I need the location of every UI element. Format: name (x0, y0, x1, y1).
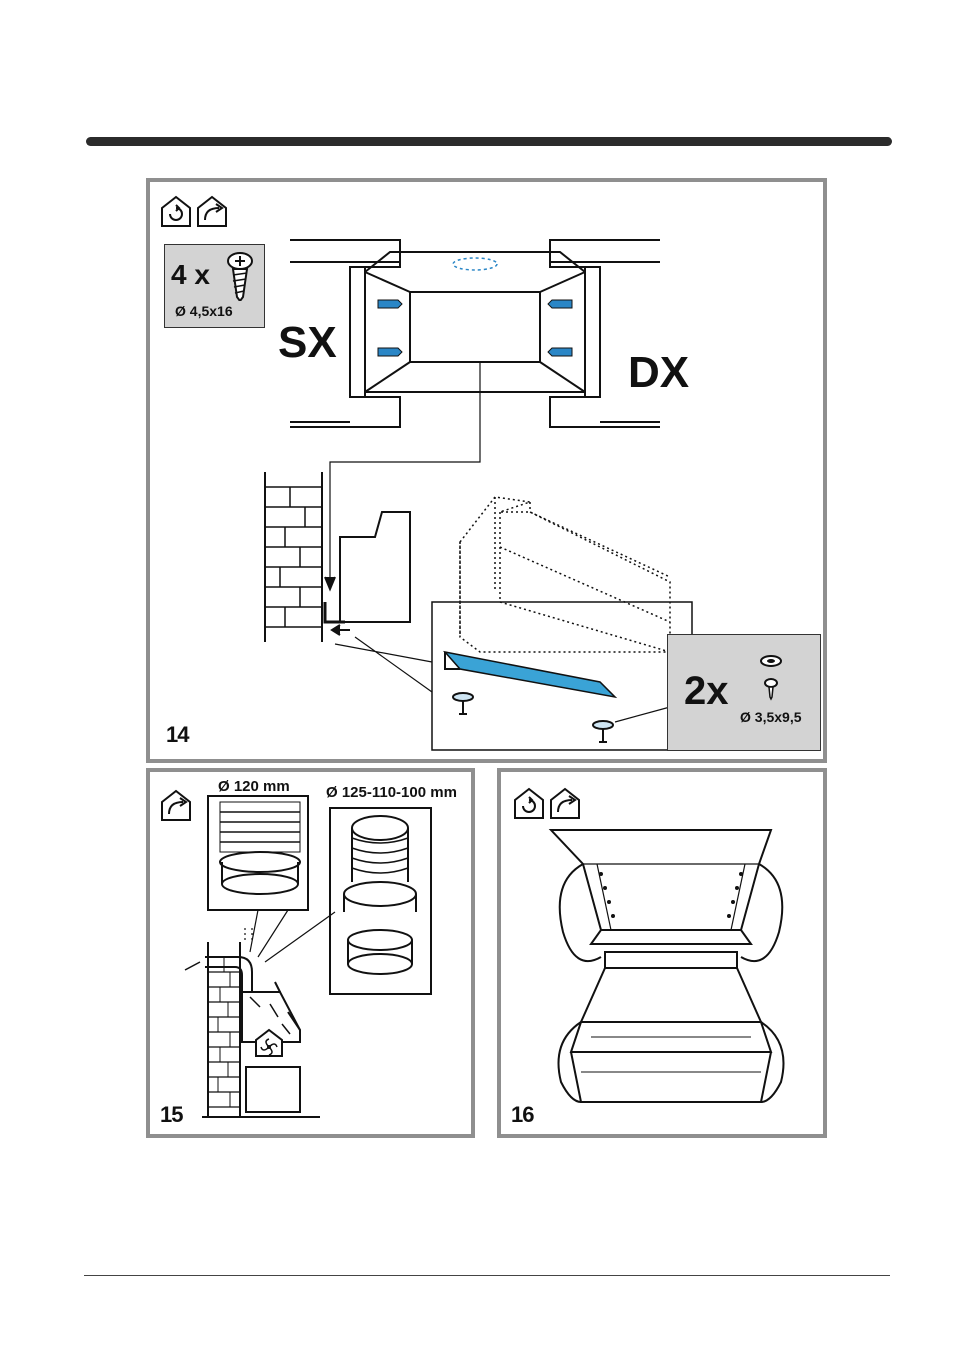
screw-count-box: 4 x Ø 4,5x16 (164, 244, 265, 328)
duct-small-label: Ø 120 mm (218, 778, 290, 795)
figure-number: 16 (511, 1102, 535, 1127)
bracket-screw-count: 2x (684, 669, 729, 713)
left-side-label: SX (278, 318, 337, 367)
washer-icon (760, 655, 782, 701)
right-side-label: DX (628, 348, 690, 397)
ducted-house-icon (161, 789, 191, 821)
screw-count: 4 x (171, 259, 210, 290)
bracket-screw-size: Ø 3,5x9,5 (740, 709, 802, 725)
figure-number: 15 (160, 1102, 184, 1127)
figure-16: 16 (497, 768, 827, 1138)
figure-14: 4 x Ø 4,5x16 SX DX (146, 178, 827, 763)
fan-house-icon (255, 1028, 283, 1057)
header-rule (86, 137, 892, 146)
footer-rule (84, 1275, 890, 1276)
duct-connection-drawing (184, 795, 432, 1118)
hood-installation-drawing (264, 239, 693, 751)
screw-icon (227, 252, 253, 301)
ducted-house-icon (197, 195, 227, 227)
figure-number: 14 (166, 722, 190, 747)
duct-large-label: Ø 125-110-100 mm (326, 784, 457, 801)
recirculation-house-icon (514, 787, 544, 819)
screw-size: Ø 4,5x16 (175, 303, 233, 319)
filter-box-drawing (548, 829, 785, 1103)
recirculation-house-icon (161, 195, 191, 227)
bracket-screw-box: 2x Ø 3,5x9,5 (667, 634, 821, 751)
ducted-house-icon (550, 787, 580, 819)
figure-15: Ø 120 mm Ø 125-110-100 mm (146, 768, 475, 1138)
